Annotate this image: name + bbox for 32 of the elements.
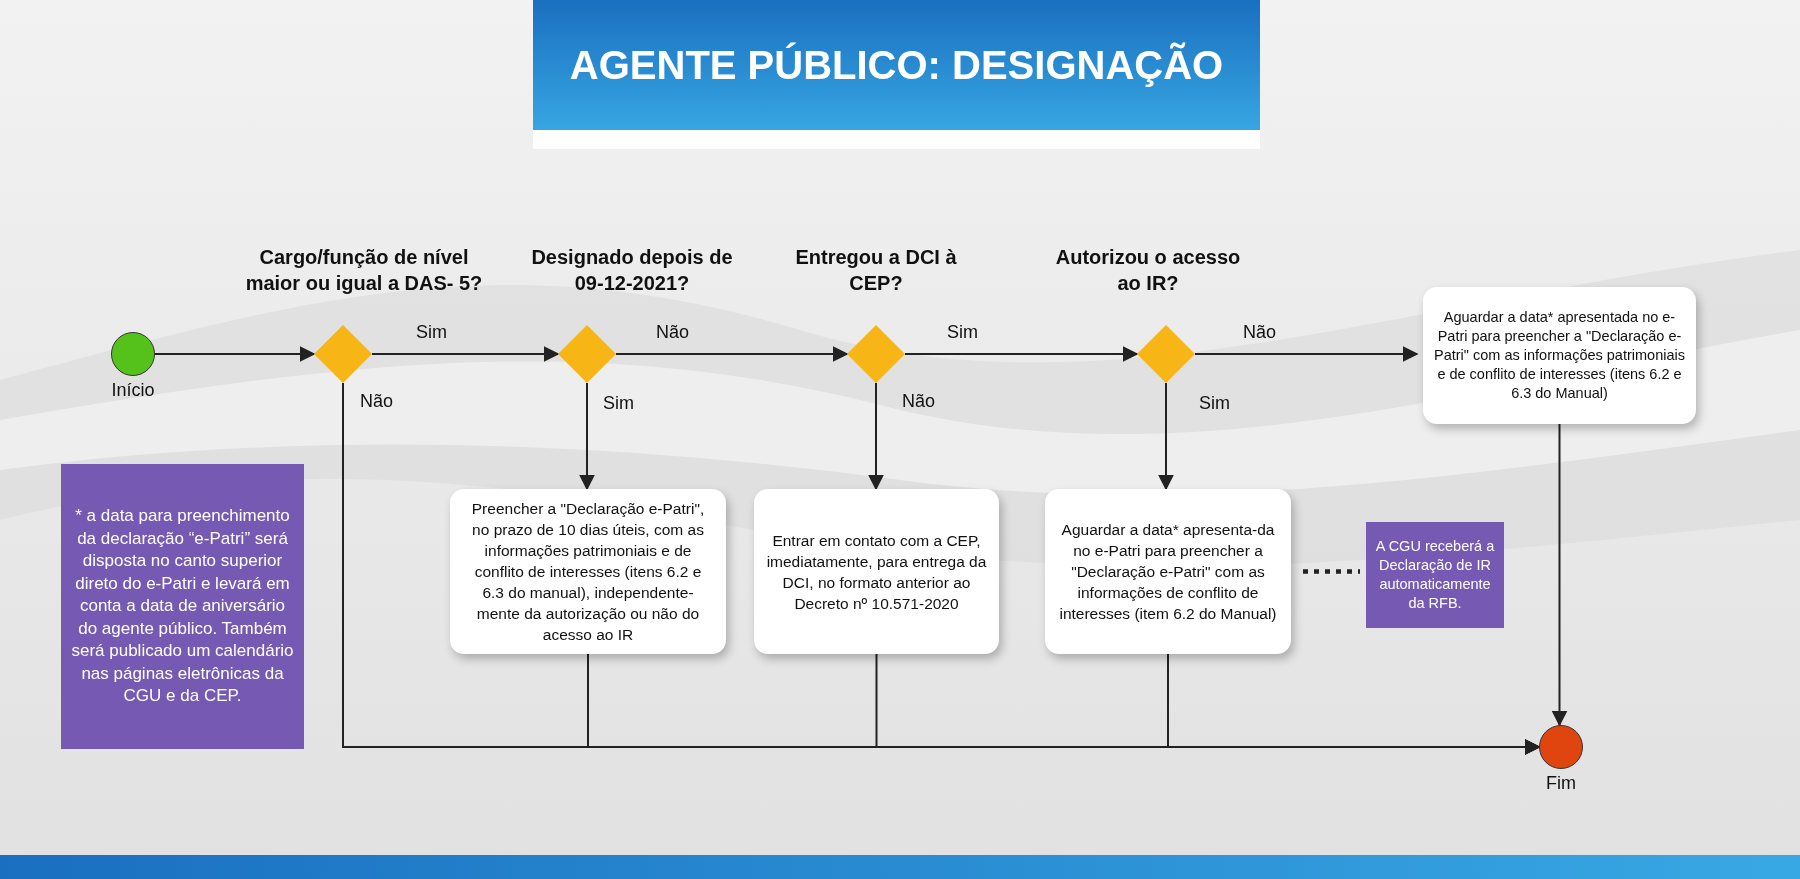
process-box: Entrar em contato com a CEP, imediatamente, para entrega da DCI, no formato anterior ao Decreto nº 10.571-2020 bbox=[754, 489, 999, 654]
process-box: Aguardar a data* apresenta-da no e-Patri para preencher a "Declaração e-Patri" com as informações de conflito de interesses (item 6.2 do Manual) bbox=[1045, 489, 1291, 654]
process-box: Aguardar a data* apresentada no e-Patri para preencher a "Declaração e-Patri" com as informações patrimoniais e de conflito de interesses (itens 6.2 e 6.3 do Manual) bbox=[1423, 287, 1696, 424]
arrow bbox=[1167, 653, 1541, 755]
question-text: Entregou a DCI à CEP? bbox=[794, 245, 958, 296]
arrow bbox=[1158, 382, 1174, 491]
note-box: * a data para preenchimento da declaração “e-Patri” será disposta no canto superior direto do e-Patri e levará em conta a data de aniversário do agente público. Também será publicado um calendário nas páginas eletrônicas da CGU e da CEP. bbox=[61, 464, 304, 749]
edge-label: Sim bbox=[947, 322, 978, 343]
arrow bbox=[868, 382, 884, 491]
arrow bbox=[615, 346, 849, 362]
dotted-connector bbox=[1303, 569, 1360, 574]
node-caption: Início bbox=[111, 380, 155, 401]
process-box: Preencher a "Declaração e-Patri", no prazo de 10 dias úteis, com as informações patrimoniais e de conflito de interesses (itens 6.2 e 6.3 do manual), independente-mente da autorização ou não do acesso ao IR bbox=[450, 489, 726, 654]
arrow bbox=[579, 382, 595, 491]
node-caption: Fim bbox=[1546, 773, 1576, 794]
edge-label: Não bbox=[656, 322, 690, 343]
edge-label: Sim bbox=[603, 393, 634, 414]
note-box: A CGU receberá a Declaração de IR automaticamente da RFB. bbox=[1366, 522, 1504, 628]
edge-label: Não bbox=[1243, 322, 1277, 343]
edge-label: Não bbox=[360, 391, 394, 412]
question-text: Designado depois de 09-12-2021? bbox=[530, 245, 734, 296]
arrow bbox=[154, 346, 316, 362]
arrow bbox=[371, 346, 560, 362]
arrow bbox=[1551, 423, 1568, 727]
title-banner: AGENTE PÚBLICO: DESIGNAÇÃO bbox=[533, 0, 1260, 149]
question-text: Cargo/função de nível maior ou igual a DAS- 5? bbox=[244, 245, 484, 296]
edge-label: Sim bbox=[416, 322, 447, 343]
arrow bbox=[904, 346, 1139, 362]
arrow bbox=[1194, 346, 1419, 362]
question-text: Autorizou o acesso ao IR? bbox=[1054, 245, 1242, 296]
edge-label: Não bbox=[902, 391, 936, 412]
edge-label: Sim bbox=[1199, 393, 1230, 414]
